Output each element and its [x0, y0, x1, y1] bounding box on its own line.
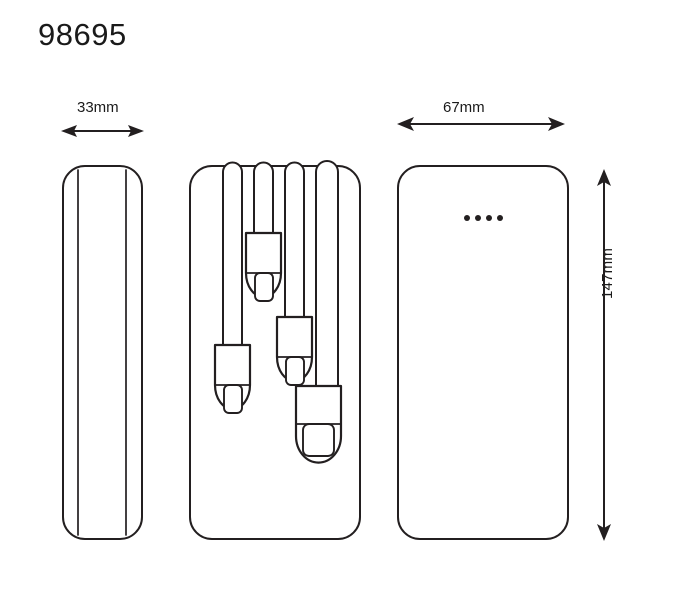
led-dot-1 [464, 215, 470, 221]
dimension-arrow-front-width [397, 117, 565, 131]
side-view-body [62, 165, 143, 540]
led-dot-4 [497, 215, 503, 221]
led-dot-2 [475, 215, 481, 221]
dimension-arrow-height [597, 169, 611, 541]
dimension-arrow-side-width [61, 125, 144, 137]
cable-outer-right [294, 160, 343, 464]
cable-right [275, 161, 314, 386]
led-dot-3 [486, 215, 492, 221]
cable-left-connector-tip [223, 384, 243, 414]
side-view [62, 165, 143, 540]
back-view-with-cables [189, 160, 361, 540]
cable-left [213, 161, 252, 414]
page-title: 98695 [38, 17, 127, 52]
front-view [397, 165, 569, 540]
cable-right-connector-tip [285, 356, 305, 386]
cable-middle [244, 161, 283, 302]
cable-middle-connector-tip [254, 272, 274, 302]
cable-outer-right-connector-tip [302, 423, 335, 457]
front-view-body [397, 165, 569, 540]
dimension-label-front-width: 67mm [443, 99, 485, 116]
led-indicator-row [464, 215, 503, 221]
dimension-label-side-width: 33mm [77, 99, 119, 116]
